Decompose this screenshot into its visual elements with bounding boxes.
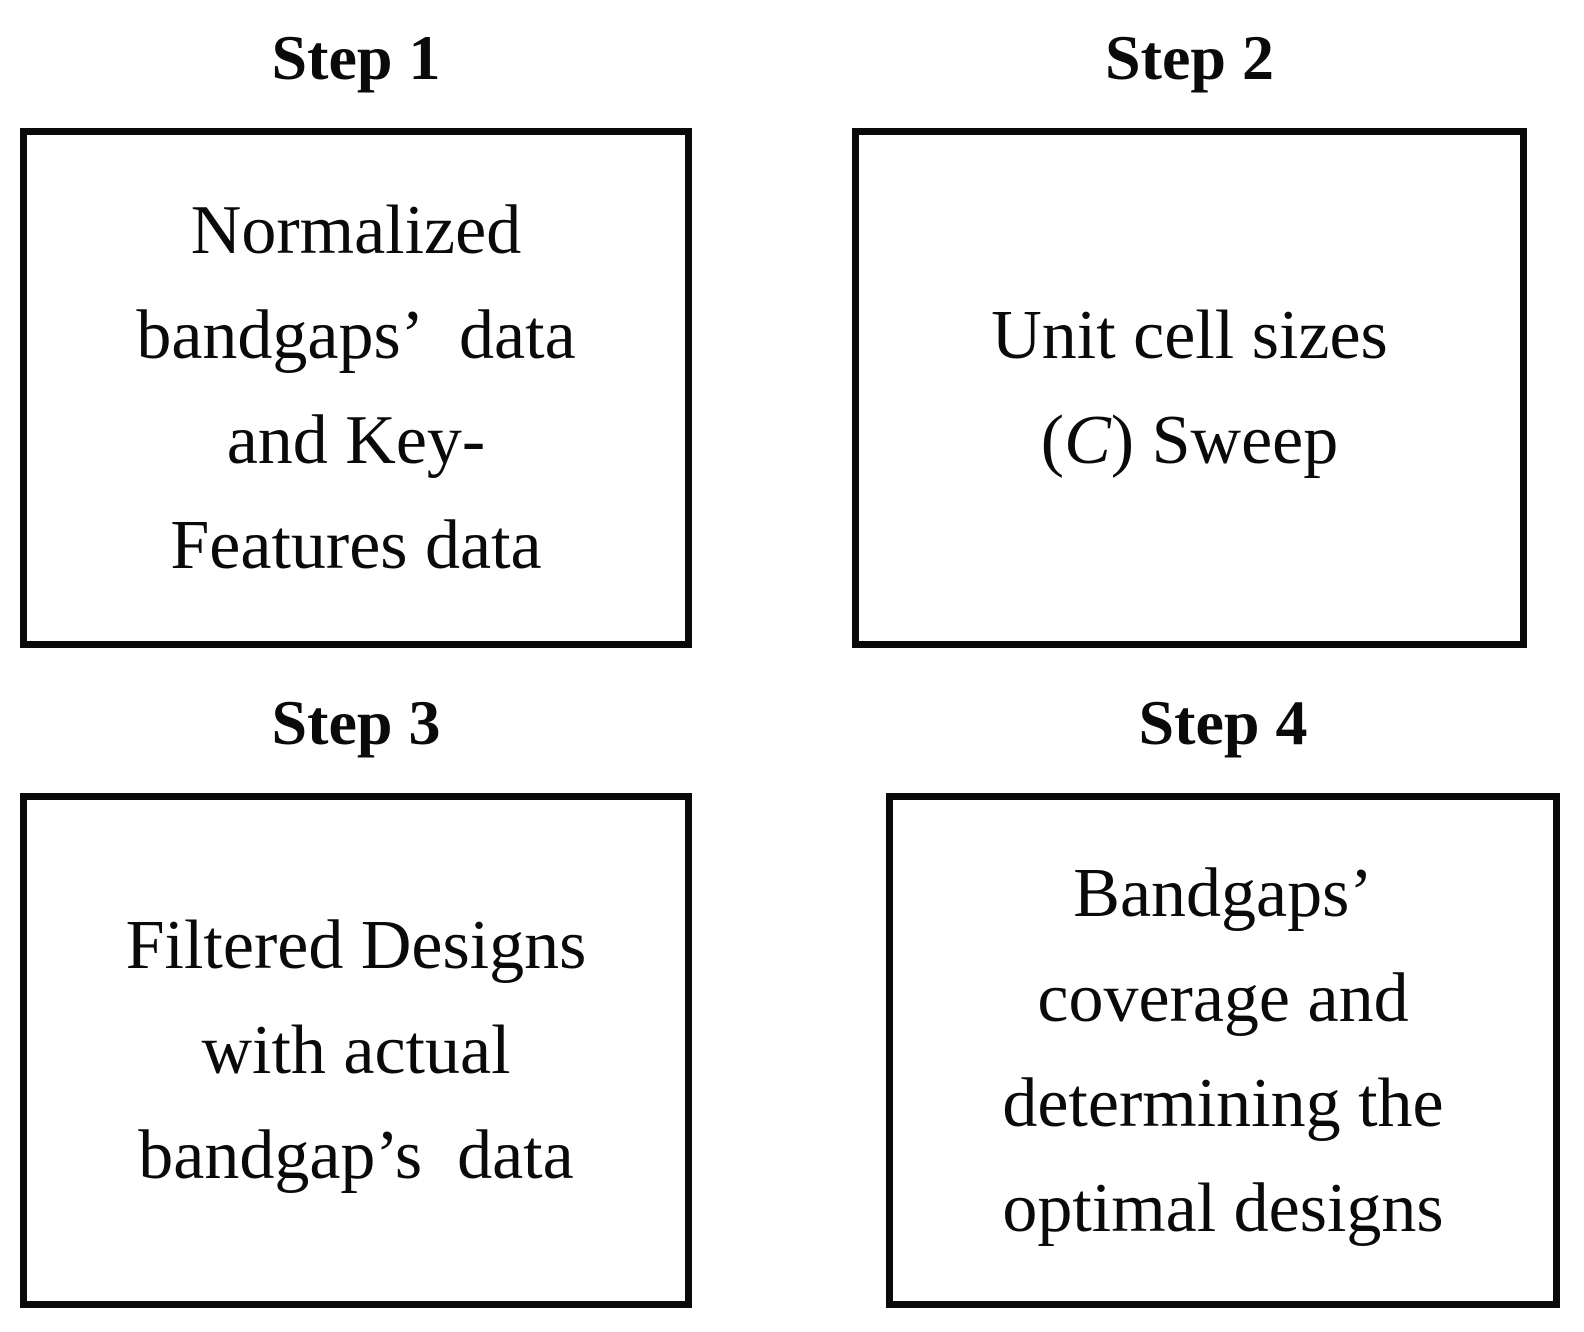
text-line: Normalized — [190, 192, 522, 269]
text-line: bandgap’s data — [138, 1117, 574, 1194]
step-4-panel: Step 4 Bandgaps’ coverage and determinin… — [886, 683, 1560, 1308]
text-line: bandgaps’ data — [136, 297, 576, 374]
step-4-heading: Step 4 — [1138, 687, 1308, 758]
step-3-panel: Step 3 Filtered Designs with actual band… — [20, 683, 692, 1308]
step-4-box: Bandgaps’ coverage and determining the o… — [886, 793, 1560, 1308]
variable-c: C — [1064, 402, 1111, 479]
text-line: Bandgaps’ — [1073, 854, 1373, 932]
text-line: (C) Sweep — [991, 388, 1388, 493]
step-2-box: Unit cell sizes (C) Sweep — [852, 128, 1527, 648]
step-2-text: Unit cell sizes (C) Sweep — [991, 283, 1388, 493]
step-2-heading: Step 2 — [1105, 22, 1274, 93]
step-1-panel: Step 1 Normalized bandgaps’ data and Key… — [20, 18, 692, 648]
step-3-text: Filtered Designs with actual bandgap’s d… — [126, 893, 587, 1208]
text-line: Unit cell sizes — [991, 297, 1388, 374]
text-line: optimal designs — [1002, 1169, 1444, 1247]
text-line: with actual — [201, 1012, 511, 1089]
text-line: Filtered Designs — [125, 907, 587, 984]
step-1-text: Normalized bandgaps’ data and Key- Featu… — [136, 178, 575, 598]
step-2-panel: Step 2 Unit cell sizes (C) Sweep — [852, 18, 1527, 648]
text-line: determining the — [1002, 1064, 1444, 1142]
step-1-box: Normalized bandgaps’ data and Key- Featu… — [20, 128, 692, 648]
step-3-heading: Step 3 — [271, 687, 441, 758]
step-3-box: Filtered Designs with actual bandgap’s d… — [20, 793, 692, 1308]
text-line: Features data — [170, 507, 542, 584]
text-segment: ) Sweep — [1110, 402, 1339, 479]
text-line: coverage and — [1037, 959, 1409, 1037]
text-line: and Key- — [226, 402, 486, 479]
step-1-heading: Step 1 — [271, 22, 441, 93]
text-segment: ( — [1040, 402, 1065, 479]
step-4-text: Bandgaps’ coverage and determining the o… — [1002, 841, 1443, 1261]
